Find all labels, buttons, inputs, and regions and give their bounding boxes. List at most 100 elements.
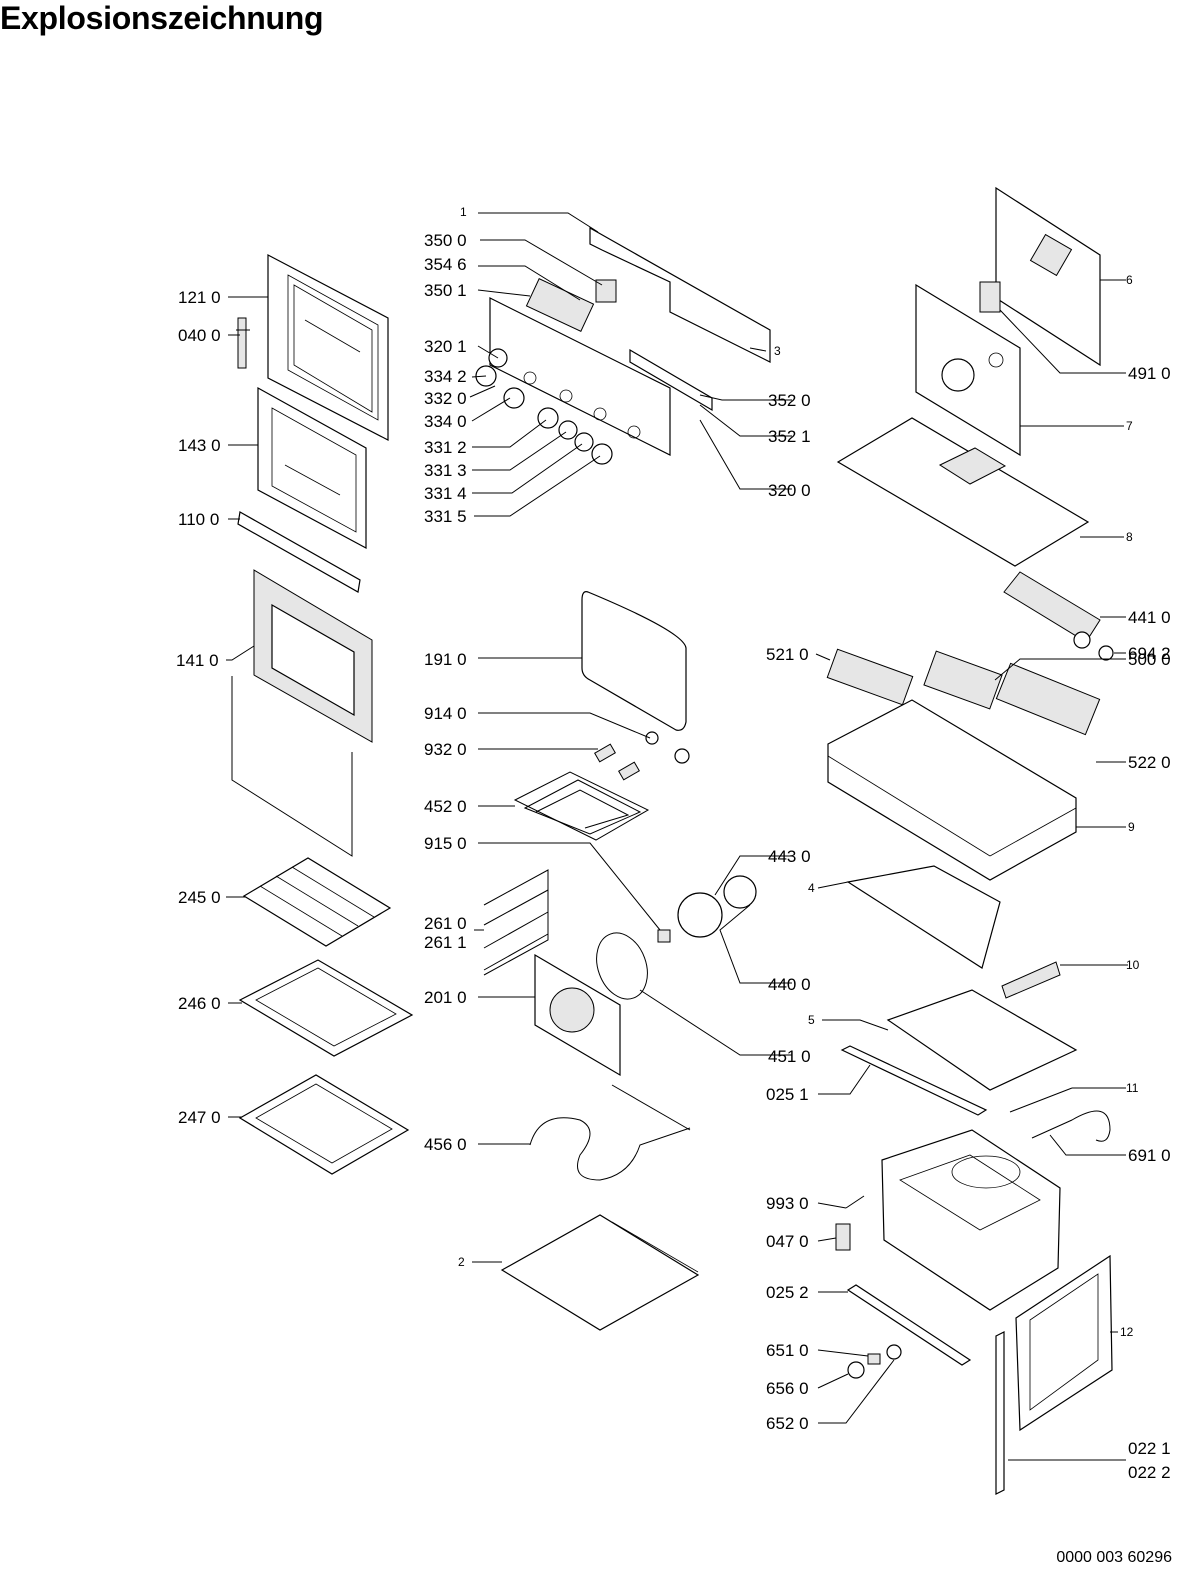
label-500-0: 500 0 (1128, 650, 1171, 669)
control-housing (827, 699, 1077, 881)
label-12: 12 (1120, 1325, 1134, 1339)
label-191-0: 191 0 (424, 650, 467, 669)
door-strip (237, 511, 361, 593)
label-5: 5 (808, 1013, 815, 1027)
label-334-2: 334 2 (424, 367, 467, 386)
label-656-0: 656 0 (766, 1379, 809, 1398)
label-334-0: 334 0 (424, 412, 467, 431)
convection-fan (657, 875, 757, 943)
label-443-0: 443 0 (768, 847, 811, 866)
clip (835, 1223, 851, 1251)
label-491-0: 491 0 (1128, 364, 1171, 383)
air-guide-plate (846, 865, 1001, 969)
label-452-0: 452 0 (424, 797, 467, 816)
label-261-1: 261 1 (424, 933, 467, 952)
label-245-0: 245 0 (178, 888, 221, 907)
label-915-0: 915 0 (424, 834, 467, 853)
label-121-0: 121 0 (178, 288, 221, 307)
label-143-0: 143 0 (178, 436, 221, 455)
label-7: 7 (1126, 419, 1133, 433)
ring-heating-element (596, 932, 648, 1000)
label-441-0: 441 0 (1128, 608, 1171, 627)
lamp-fittings (594, 731, 690, 781)
label-331-5: 331 5 (424, 507, 467, 526)
bracket (1001, 961, 1061, 999)
top-plate (836, 417, 1090, 567)
label-521-0: 521 0 (766, 645, 809, 664)
label-4: 4 (808, 881, 815, 895)
label-331-4: 331 4 (424, 484, 467, 503)
part-drawings (231, 186, 1114, 1495)
label-320-0: 320 0 (768, 481, 811, 500)
label-11: 11 (1126, 1081, 1139, 1095)
label-9: 9 (1128, 820, 1135, 834)
label-932-0: 932 0 (424, 740, 467, 759)
door-hinge (236, 317, 250, 369)
deep-tray (238, 1074, 410, 1175)
leader-lines (226, 212, 1128, 1461)
grid-shelf (242, 857, 392, 947)
label-691-0: 691 0 (1128, 1146, 1171, 1165)
rear-wall (915, 283, 1021, 457)
thermostat-sensor (1098, 645, 1114, 661)
side-panel (1015, 1254, 1113, 1432)
drawing-number: 0000 003 60296 (1056, 1549, 1172, 1566)
label-522-0: 522 0 (1128, 753, 1171, 772)
screw (845, 1195, 865, 1209)
label-350-0: 350 0 (424, 231, 467, 250)
label-350-1: 350 1 (424, 281, 467, 300)
bottom-plate (500, 1214, 700, 1331)
label-8: 8 (1126, 530, 1133, 544)
label-141-0: 141 0 (176, 651, 219, 670)
label-025-2: 025 2 (766, 1283, 809, 1302)
label-201-0: 201 0 (424, 988, 467, 1007)
page-title: Explosionszeichnung (0, 0, 324, 36)
label-246-0: 246 0 (178, 994, 221, 1013)
oven-cover (581, 591, 687, 731)
label-261-0: 261 0 (424, 914, 467, 933)
label-022-1: 022 1 (1128, 1439, 1171, 1458)
part-labels: 1 350 0 354 6 350 1 3 320 1 334 2 332 0 … (176, 205, 1171, 1482)
label-10: 10 (1126, 958, 1140, 972)
cable-strip (1009, 1087, 1073, 1113)
label-320-1: 320 1 (424, 337, 467, 356)
label-332-0: 332 0 (424, 389, 467, 408)
oven-cavity (881, 1129, 1061, 1311)
label-247-0: 247 0 (178, 1108, 221, 1127)
label-694-2: 694 2 (1128, 644, 1171, 663)
label-3: 3 (774, 344, 781, 358)
heating-wire (1031, 1110, 1111, 1142)
label-6: 6 (1126, 273, 1133, 287)
label-652-0: 652 0 (766, 1414, 809, 1433)
bottom-heating-element (529, 1084, 691, 1181)
label-110-0: 110 0 (178, 510, 219, 529)
label-354-6: 354 6 (424, 255, 467, 274)
control-panel (475, 226, 771, 465)
outer-door-frame (267, 254, 389, 441)
label-2: 2 (458, 1255, 465, 1269)
label-047-0: 047 0 (766, 1232, 809, 1251)
label-1: 1 (460, 205, 467, 219)
label-993-0: 993 0 (766, 1194, 809, 1213)
label-440-0: 440 0 (768, 975, 811, 994)
oven-back-panel (534, 953, 621, 1077)
side-rail (995, 1331, 1005, 1495)
inner-door-glass (257, 386, 367, 550)
fan-housing (979, 281, 1001, 313)
label-331-3: 331 3 (424, 461, 467, 480)
label-451-0: 451 0 (768, 1047, 811, 1066)
label-651-0: 651 0 (766, 1341, 809, 1360)
grill-heating-element (513, 771, 650, 841)
insulation-plate (886, 989, 1078, 1091)
shelf-guides (483, 869, 549, 976)
lower-strip (846, 1284, 972, 1366)
label-456-0: 456 0 (424, 1135, 467, 1154)
tangential-fan (1003, 571, 1101, 649)
front-strip (840, 1045, 988, 1116)
baking-tray (238, 959, 414, 1057)
label-022-2: 022 2 (1128, 1463, 1171, 1482)
door-glass-panel (231, 569, 373, 857)
switch-modules (826, 648, 1101, 736)
knob-parts (847, 1344, 902, 1379)
